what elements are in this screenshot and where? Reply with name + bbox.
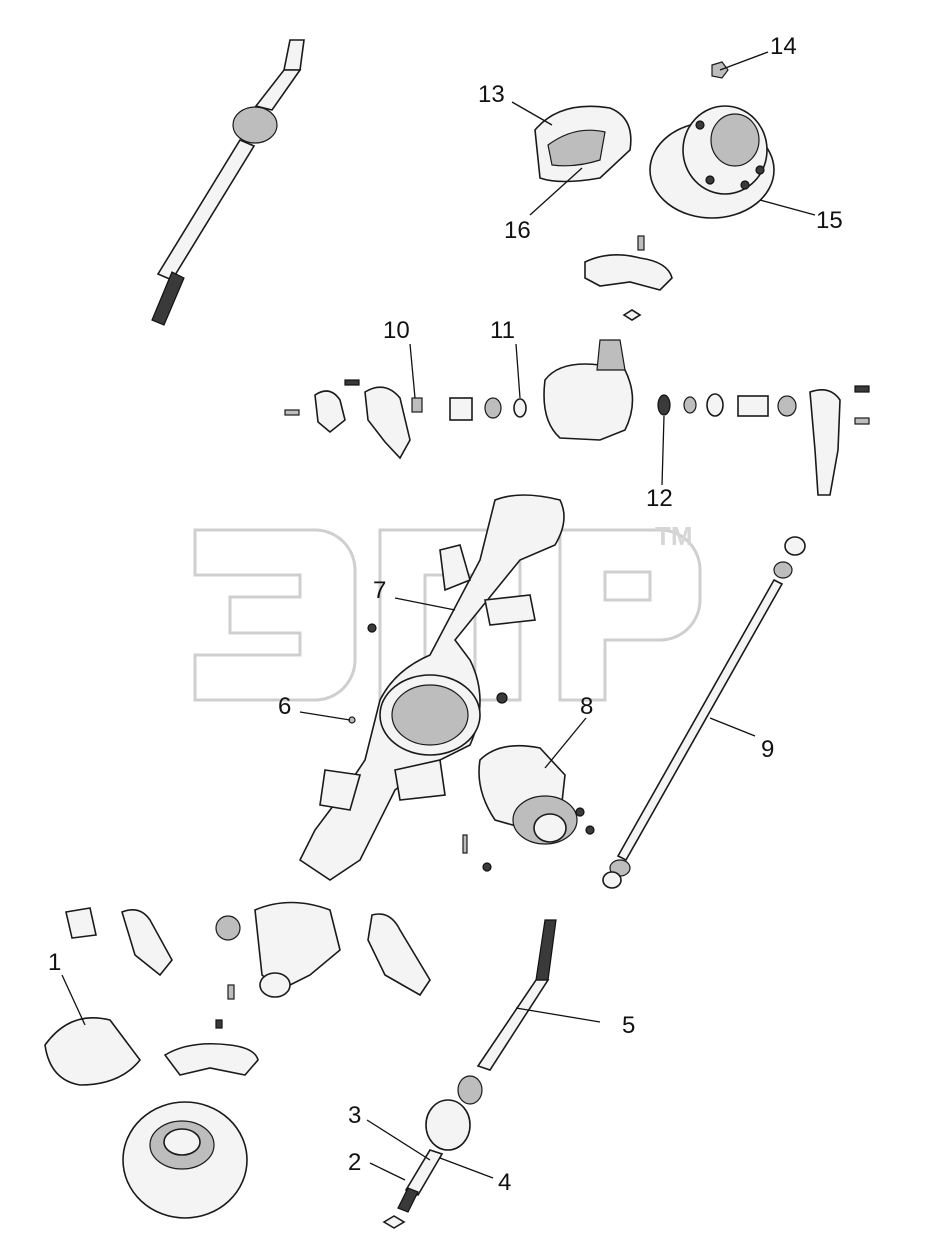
watermark-logo: TM xyxy=(193,521,702,702)
part-12-seal xyxy=(657,394,671,416)
callout-2: 2 xyxy=(348,1149,361,1176)
callout-11: 11 xyxy=(490,317,515,344)
upper-bracket xyxy=(584,235,673,321)
part-9-tie-rod xyxy=(602,536,806,889)
callout-13: 13 xyxy=(478,81,505,108)
part-13-caliper xyxy=(534,105,632,183)
callout-6: 6 xyxy=(278,693,291,720)
callout-16: 16 xyxy=(504,217,531,244)
part-8-differential xyxy=(462,744,595,872)
leader-lines xyxy=(61,51,816,1181)
part-15-hub-disc xyxy=(649,105,775,219)
callout-1: 1 xyxy=(48,949,61,976)
callout-labels: 1 2 3 4 5 6 7 8 9 10 11 12 13 14 15 16 xyxy=(48,33,843,1196)
callout-9: 9 xyxy=(761,736,774,763)
upper-drive-shaft xyxy=(151,39,305,326)
watermark-trademark: TM xyxy=(655,521,693,551)
callout-15: 15 xyxy=(816,207,843,234)
callout-14: 14 xyxy=(770,33,797,60)
callout-12: 12 xyxy=(646,485,673,512)
part-11-ring xyxy=(513,398,527,418)
part-7-axle-housing xyxy=(298,494,565,881)
callout-3: 3 xyxy=(348,1102,361,1129)
callout-8: 8 xyxy=(580,693,593,720)
callout-10: 10 xyxy=(383,317,410,344)
callout-4: 4 xyxy=(498,1169,511,1196)
knuckle-row xyxy=(284,339,870,496)
part-5-drive-shaft xyxy=(382,919,557,1229)
lower-left-brake-group xyxy=(44,901,431,1086)
lower-brake-disc xyxy=(122,1101,248,1219)
part-10-ring xyxy=(411,397,423,413)
callout-7: 7 xyxy=(373,577,386,604)
callout-5: 5 xyxy=(622,1012,635,1039)
